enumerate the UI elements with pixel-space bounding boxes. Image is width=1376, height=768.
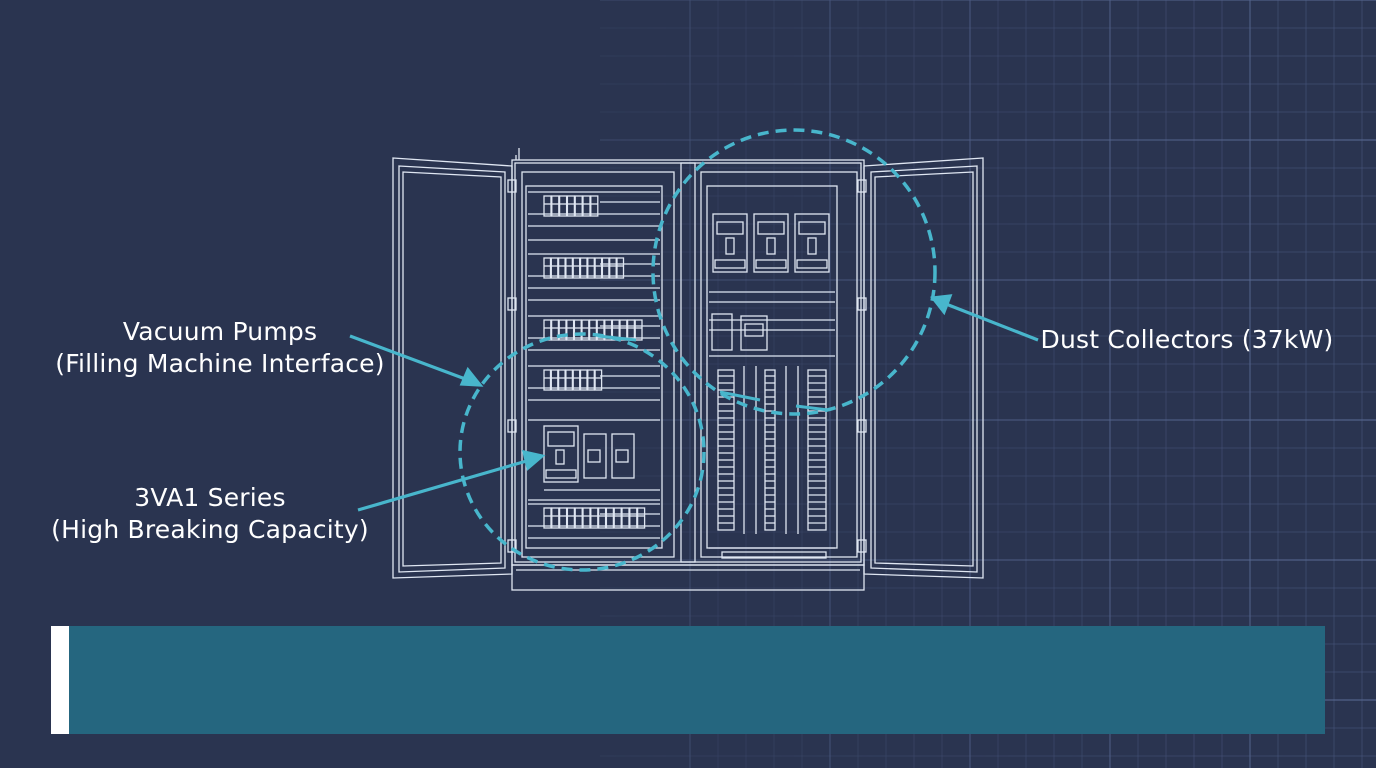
callout-dust-title: Dust Collectors (37kW) [1040,325,1334,354]
callout-3va1-subtitle: (High Breaking Capacity) [51,515,369,544]
right-bay-contactors [709,313,835,357]
highlight-circles [458,128,937,572]
callout-3va1-series: 3VA1 Series (High Breaking Capacity) [40,482,380,546]
callout-vacuum-subtitle: (Filling Machine Interface) [55,349,385,378]
arrow-3va1 [357,458,531,512]
caption-bar [51,626,1325,734]
left-bay-breakers [543,425,660,491]
highlight-circle-upper-right [651,128,937,416]
caption-accent [51,626,69,734]
cabinet-linework [392,148,984,591]
highlight-circle-lower-left [458,332,706,572]
cabinet-divider [680,162,696,563]
callout-vacuum-title: Vacuum Pumps [122,317,318,346]
arrow-vacuum [349,334,469,382]
callout-arrows [349,294,1039,512]
callout-dust-collectors: Dust Collectors (37kW) [1030,324,1344,356]
arrow-dust [945,302,1039,342]
callout-3va1-title: 3VA1 Series [134,483,286,512]
left-bay-rails [528,191,660,539]
cabinet-plinth [511,564,865,591]
right-bay-breakers [709,213,835,303]
callout-vacuum-pumps: Vacuum Pumps (Filling Machine Interface) [40,316,400,380]
right-bay-terminal-strips [717,366,827,534]
right-door [863,157,984,579]
door-hinges [507,179,867,553]
